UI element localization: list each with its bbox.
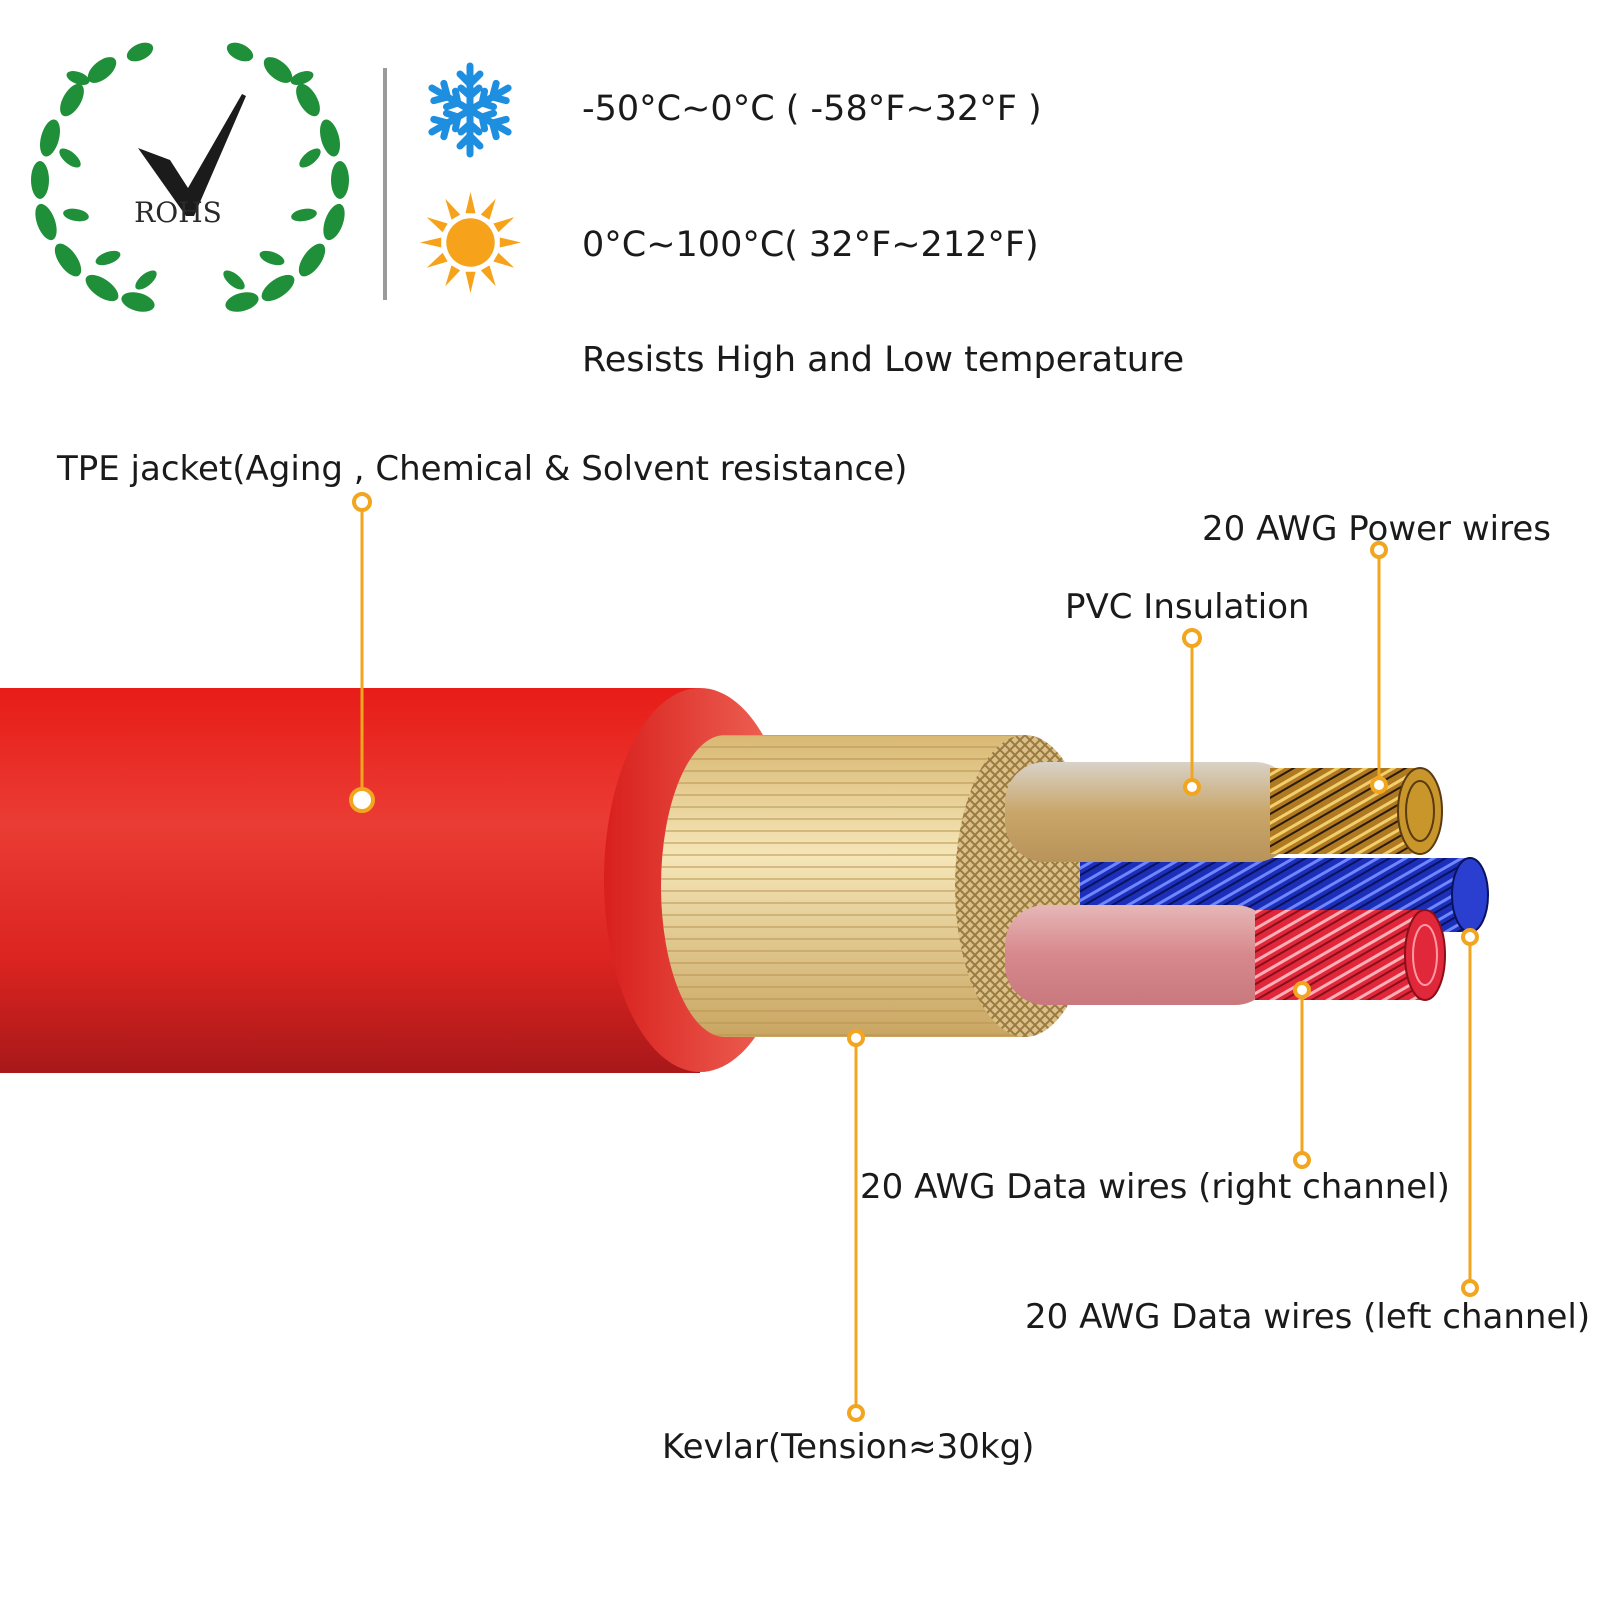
- callout-dot: [349, 787, 375, 813]
- label-data-right-channel: 20 AWG Data wires (right channel): [860, 1167, 1450, 1207]
- callout-dot: [1461, 928, 1479, 946]
- snowflake-icon: [420, 62, 520, 160]
- rohs-laurel-logo: ROHS: [31, 42, 349, 312]
- callout-dot: [352, 492, 372, 512]
- cold-temperature-range: -50°C~0°C ( -58°F~32°F ): [582, 89, 1042, 129]
- temperature-caption: Resists High and Low temperature: [582, 340, 1185, 380]
- label-power-wires: 20 AWG Power wires: [1202, 509, 1551, 549]
- callout-dot: [1293, 1151, 1311, 1169]
- laurel-wreath-left: [31, 42, 157, 312]
- label-kevlar: Kevlar(Tension≈30kg): [662, 1427, 1035, 1467]
- sun-icon: [420, 192, 521, 293]
- label-pvc-insulation: PVC Insulation: [1065, 587, 1310, 627]
- hot-temperature-range: 0°C~100°C( 32°F~212°F): [582, 225, 1039, 265]
- power-wire: [1005, 762, 1443, 862]
- label-tpe-jacket: TPE jacket(Aging , Chemical & Solvent re…: [57, 449, 908, 489]
- rohs-mark-text: ROHS: [134, 196, 222, 229]
- checkmark-icon: [138, 94, 246, 216]
- data-wire-right-channel: [1005, 905, 1446, 1005]
- callout-dot: [847, 1404, 865, 1422]
- callout-dot: [1183, 778, 1201, 796]
- label-data-left-channel: 20 AWG Data wires (left channel): [1025, 1297, 1591, 1337]
- callout-dot: [1461, 1279, 1479, 1297]
- laurel-wreath-right: [223, 42, 349, 312]
- vertical-divider: [383, 68, 387, 300]
- callout-dot: [847, 1029, 865, 1047]
- callout-dot: [1293, 981, 1311, 999]
- callout-dot: [1182, 628, 1202, 648]
- callout-dot: [1370, 776, 1388, 794]
- callout-dot: [1370, 541, 1388, 559]
